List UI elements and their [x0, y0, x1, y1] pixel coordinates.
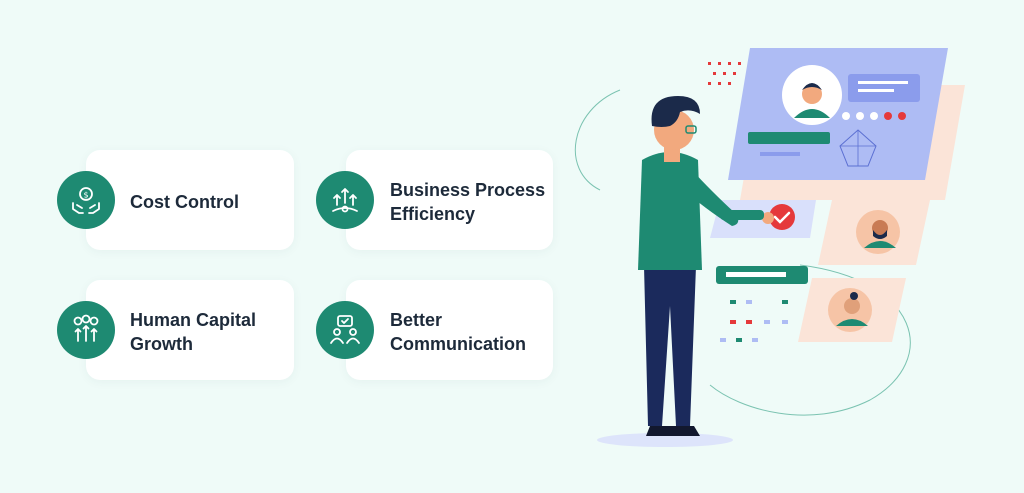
info-bar	[848, 74, 920, 102]
profile-panel	[728, 48, 948, 180]
svg-text:$: $	[83, 191, 88, 200]
check-button	[769, 204, 795, 230]
man-neck	[664, 146, 680, 162]
feature-card-cost-control	[86, 150, 294, 250]
feature-card-human-capital	[86, 280, 294, 380]
dollar-bars-icon	[57, 301, 115, 359]
checklist-squares	[720, 300, 788, 342]
man-hand	[762, 212, 774, 224]
man-legs	[644, 266, 696, 426]
avatar-face	[802, 84, 822, 104]
status-dot	[898, 112, 906, 120]
floor-shadow	[597, 433, 733, 447]
feature-label-business-process: Business Process Efficiency	[390, 180, 546, 224]
feature-label-better-communication: Better Communication	[390, 310, 527, 354]
man-glasses	[685, 125, 697, 134]
status-dot	[870, 112, 878, 120]
growth-arrows-icon	[316, 171, 374, 229]
feature-label-human-capital: Human Capital Growth	[130, 310, 257, 354]
dot-pattern	[708, 62, 741, 85]
info-line	[858, 81, 908, 84]
info-line	[858, 89, 894, 92]
man-torso	[638, 152, 702, 270]
coin-hands-icon: $	[57, 171, 115, 229]
feature-card-business-process	[346, 150, 553, 250]
connector-arc	[574, 89, 621, 191]
feature-card-better-communication	[346, 280, 553, 380]
feature-label-cost-control: Cost Control	[130, 192, 239, 212]
man-shoes	[646, 426, 700, 436]
name-tag	[748, 132, 830, 144]
team-management-illustration	[574, 48, 965, 447]
man-hair	[651, 96, 700, 127]
status-dot	[856, 112, 864, 120]
avatar-hair	[802, 83, 822, 90]
status-dot	[884, 112, 892, 120]
status-dot	[842, 112, 850, 120]
detail-line	[760, 152, 800, 156]
avatar-shirt	[794, 109, 830, 118]
people-chat-icon	[316, 301, 374, 359]
